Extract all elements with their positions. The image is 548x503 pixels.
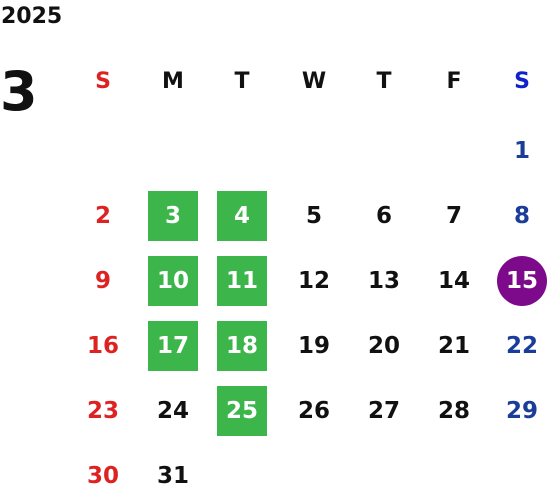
weekday-header-wed: W	[301, 68, 327, 94]
day-cell[interactable]: 12	[297, 268, 330, 294]
month-label: 3	[0, 60, 38, 123]
day-cell[interactable]: 31	[156, 463, 189, 489]
day-cell[interactable]: 10	[148, 256, 198, 306]
weekday-header-sat: S	[514, 68, 530, 94]
day-cell[interactable]: 21	[437, 333, 470, 359]
day-cell[interactable]: 9	[94, 268, 111, 294]
weekday-header-thu: T	[376, 68, 392, 94]
day-cell[interactable]: 14	[437, 268, 470, 294]
day-cell[interactable]: 5	[305, 203, 322, 229]
day-cell[interactable]: 8	[513, 203, 530, 229]
day-cell-today[interactable]: 15	[497, 256, 547, 306]
day-cell[interactable]: 13	[367, 268, 400, 294]
day-cell[interactable]: 2	[94, 203, 111, 229]
day-cell[interactable]: 25	[217, 386, 267, 436]
weekday-header-sun: S	[95, 68, 111, 94]
day-cell[interactable]: 17	[148, 321, 198, 371]
day-cell[interactable]: 20	[367, 333, 400, 359]
day-cell[interactable]: 26	[297, 398, 330, 424]
day-cell[interactable]: 1	[513, 138, 530, 164]
weekday-header-tue: T	[234, 68, 250, 94]
weekday-header-mon: M	[162, 68, 184, 94]
day-cell[interactable]: 27	[367, 398, 400, 424]
day-cell[interactable]: 22	[505, 333, 538, 359]
day-cell[interactable]: 24	[156, 398, 189, 424]
year-label: 2025	[1, 4, 63, 29]
day-cell[interactable]: 18	[217, 321, 267, 371]
day-cell[interactable]: 30	[86, 463, 119, 489]
day-cell[interactable]: 28	[437, 398, 470, 424]
day-cell[interactable]: 3	[148, 191, 198, 241]
day-cell[interactable]: 19	[297, 333, 330, 359]
day-cell[interactable]: 11	[217, 256, 267, 306]
day-cell[interactable]: 4	[217, 191, 267, 241]
day-cell[interactable]: 6	[375, 203, 392, 229]
day-cell[interactable]: 23	[86, 398, 119, 424]
day-cell[interactable]: 7	[445, 203, 462, 229]
weekday-header-fri: F	[446, 68, 462, 94]
day-cell[interactable]: 29	[505, 398, 538, 424]
day-cell[interactable]: 16	[86, 333, 119, 359]
